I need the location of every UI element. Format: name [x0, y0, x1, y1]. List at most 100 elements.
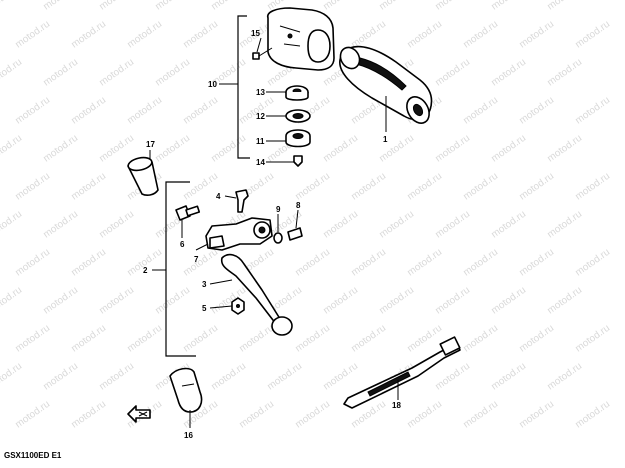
watermark-text: motod.ru	[517, 247, 556, 279]
callout-2: 2	[143, 266, 148, 275]
callout-4: 4	[216, 192, 221, 201]
watermark-text: motod.ru	[321, 285, 360, 317]
watermark-text: motod.ru	[293, 171, 332, 203]
watermark-text: motod.ru	[405, 323, 444, 355]
watermark-text: motod.ru	[0, 57, 24, 89]
watermark-text: motod.ru	[237, 95, 276, 127]
watermark-text: motod.ru	[433, 361, 472, 393]
watermark-text: motod.ru	[97, 133, 136, 165]
callout-10: 10	[208, 80, 217, 89]
watermark-text: motod.ru	[545, 209, 584, 241]
watermark-text: motod.ru	[461, 19, 500, 51]
callout-13: 13	[256, 88, 265, 97]
watermark-text: motod.ru	[405, 171, 444, 203]
watermark-text: motod.ru	[125, 95, 164, 127]
watermark-text: motod.ru	[433, 133, 472, 165]
callout-7: 7	[194, 255, 199, 264]
watermark-text: motod.ru	[0, 0, 24, 12]
watermark-text: motod.ru	[321, 0, 360, 12]
watermark-text: motod.ru	[13, 19, 52, 51]
lever-holder	[205, 217, 273, 251]
callout-12: 12	[256, 112, 265, 121]
watermark-text: motod.ru	[0, 209, 24, 241]
watermark-text: motod.ru	[461, 323, 500, 355]
watermark-text: motod.ru	[489, 285, 528, 317]
watermark-text: motod.ru	[349, 19, 388, 51]
watermark-text: motod.ru	[321, 209, 360, 241]
watermark-text: motod.ru	[69, 399, 108, 431]
bolt-8	[287, 227, 303, 241]
watermark-text: motod.ru	[321, 361, 360, 393]
watermark-text: motod.ru	[573, 247, 612, 279]
callout-18: 18	[392, 401, 401, 410]
watermark-text: motod.ru	[97, 209, 136, 241]
clutch-lever	[220, 253, 293, 336]
watermark-text: motod.ru	[125, 19, 164, 51]
adjuster-6	[175, 205, 201, 221]
cable-tie	[343, 336, 461, 409]
nut-5	[231, 297, 245, 315]
watermark-text: motod.ru	[489, 0, 528, 12]
watermark-text: motod.ru	[41, 133, 80, 165]
watermark-text: motod.ru	[461, 171, 500, 203]
watermark-text: motod.ru	[433, 209, 472, 241]
watermark-text: motod.ru	[181, 19, 220, 51]
watermark-text: motod.ru	[69, 247, 108, 279]
callout-1: 1	[383, 135, 388, 144]
watermark-text: motod.ru	[181, 171, 220, 203]
watermark-text: motod.ru	[349, 171, 388, 203]
watermark-text: motod.ru	[41, 361, 80, 393]
watermark-text: motod.ru	[489, 57, 528, 89]
watermark-text: motod.ru	[97, 285, 136, 317]
watermark-text: motod.ru	[0, 361, 24, 393]
washer-12	[285, 109, 311, 123]
watermark-text: motod.ru	[573, 399, 612, 431]
watermark-text: motod.ru	[293, 323, 332, 355]
watermark-text: motod.ru	[41, 0, 80, 12]
watermark-text: motod.ru	[461, 95, 500, 127]
watermark-text: motod.ru	[573, 171, 612, 203]
washer-13	[285, 85, 309, 101]
watermark-text: motod.ru	[209, 0, 248, 12]
callout-17: 17	[146, 140, 155, 149]
callout-14: 14	[256, 158, 265, 167]
washer-9	[273, 232, 283, 244]
watermark-text: motod.ru	[377, 209, 416, 241]
callout-6: 6	[180, 240, 185, 249]
cover-16	[169, 367, 203, 413]
watermark-text: motod.ru	[433, 57, 472, 89]
watermark-text: motod.ru	[433, 285, 472, 317]
callout-15: 15	[251, 29, 260, 38]
watermark-text: motod.ru	[545, 0, 584, 12]
callout-8: 8	[296, 201, 301, 210]
callout-3: 3	[202, 280, 207, 289]
watermark-text: motod.ru	[293, 247, 332, 279]
watermark-text: motod.ru	[181, 323, 220, 355]
watermark-text: motod.ru	[69, 95, 108, 127]
watermark-text: motod.ru	[405, 247, 444, 279]
watermark-text: motod.ru	[237, 399, 276, 431]
watermark-text: motod.ru	[13, 323, 52, 355]
watermark-text: motod.ru	[153, 133, 192, 165]
watermark-text: motod.ru	[545, 361, 584, 393]
watermark-text: motod.ru	[349, 323, 388, 355]
watermark-text: motod.ru	[0, 133, 24, 165]
watermark-text: motod.ru	[125, 323, 164, 355]
bracket-2	[165, 181, 196, 357]
watermark-text: motod.ru	[573, 19, 612, 51]
watermark-text: motod.ru	[321, 133, 360, 165]
watermark-text: motod.ru	[517, 19, 556, 51]
watermark-text: motod.ru	[181, 95, 220, 127]
watermark-text: motod.ru	[517, 323, 556, 355]
watermark-text: motod.ru	[573, 323, 612, 355]
switch-housing	[267, 7, 335, 71]
callouts: 15 10 13 12 11 14 1 17 4 8 9 6 7 2 3 5 1…	[143, 29, 401, 440]
watermark-text: motod.ru	[181, 247, 220, 279]
watermark-text: motod.ru	[293, 399, 332, 431]
watermark-text: motod.ru	[517, 399, 556, 431]
watermark-text: motod.ru	[405, 399, 444, 431]
callout-11: 11	[256, 137, 265, 146]
watermark-text: motod.ru	[489, 133, 528, 165]
watermark-text: motod.ru	[41, 285, 80, 317]
watermark-text: motod.ru	[517, 171, 556, 203]
